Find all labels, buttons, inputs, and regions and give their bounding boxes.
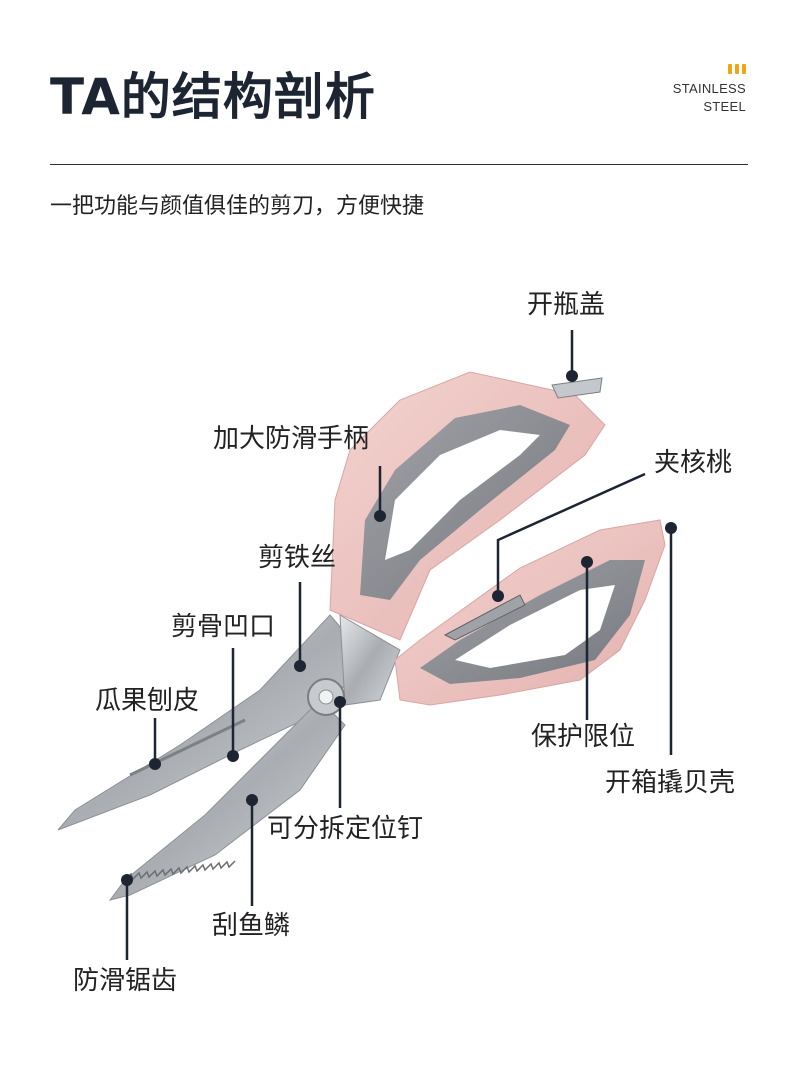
serration-edge: [124, 860, 236, 881]
brand-line-1: STAINLESS: [672, 81, 746, 96]
page-subtitle: 一把功能与颜值俱佳的剪刀，方便快捷: [50, 194, 425, 219]
blade-tang: [339, 614, 401, 706]
callout-large-grip-handle: 加大防滑手柄: [213, 424, 370, 454]
page-title: TA的结构剖析: [50, 68, 376, 126]
callout-fruit-peeler: 瓜果刨皮: [95, 686, 200, 716]
callout-detachable-pin: 可分拆定位钉: [267, 814, 424, 844]
bottle-opener-tab: [551, 377, 603, 399]
callout-lines: [125, 330, 673, 960]
brand-bars-icon: [673, 64, 746, 74]
peeler-slot: [129, 718, 246, 777]
brand-mark: STAINLESS STEEL: [673, 64, 746, 116]
callout-protective-stop: 保护限位: [531, 722, 636, 752]
lower-handle-opening: [455, 585, 615, 668]
lower-blade: [108, 699, 346, 901]
callout-fish-scaler: 刮鱼鳞: [212, 911, 291, 941]
callout-wire-cutter: 剪铁丝: [258, 543, 337, 573]
brand-line-2: STEEL: [703, 99, 746, 114]
header-divider: [50, 164, 748, 165]
callout-dots: [121, 370, 677, 886]
callout-box-shell-opener: 开箱撬贝壳: [605, 768, 736, 798]
upper-handle-opening: [385, 430, 540, 560]
callout-walnut-cracker: 夹核桃: [654, 448, 733, 478]
callout-anti-slip-serration: 防滑锯齿: [73, 966, 178, 996]
callout-bone-notch: 剪骨凹口: [171, 612, 276, 642]
walnut-cracker-notch: [443, 594, 526, 641]
callout-bottle-opener: 开瓶盖: [527, 290, 606, 320]
